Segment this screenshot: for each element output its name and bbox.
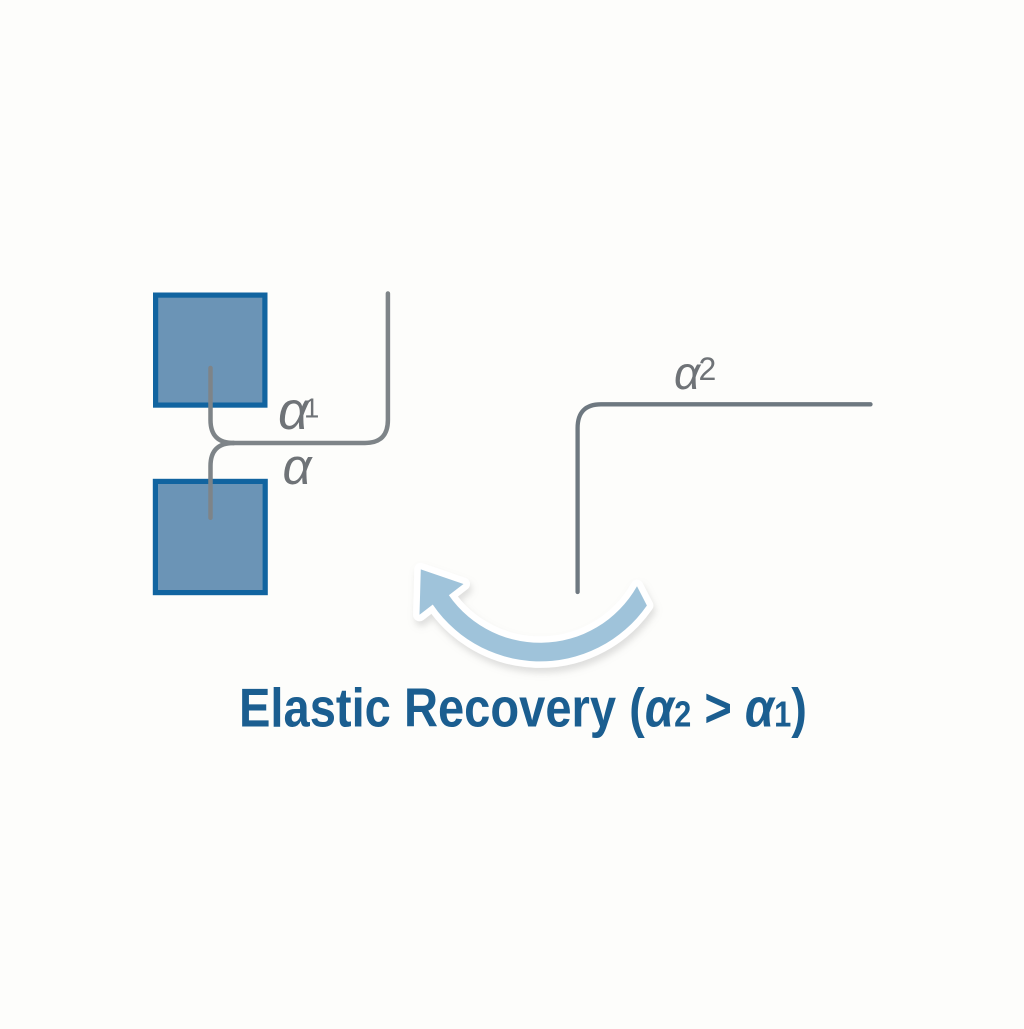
svg-text:α: α xyxy=(278,381,311,441)
svg-text:1: 1 xyxy=(304,393,319,424)
svg-text:Elastic Recovery (α2 > α1): Elastic Recovery (α2 > α1) xyxy=(239,677,807,739)
svg-text:α: α xyxy=(283,438,314,495)
svg-text:2: 2 xyxy=(699,351,717,387)
svg-text:α: α xyxy=(674,347,702,399)
